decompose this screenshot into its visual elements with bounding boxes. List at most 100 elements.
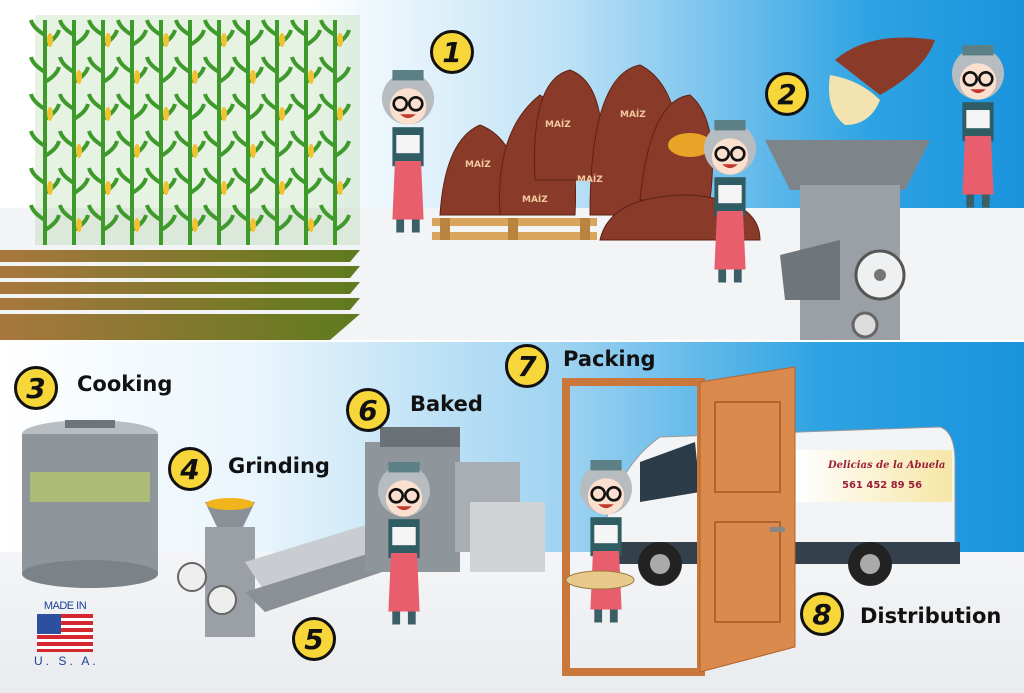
corn-stalk [203, 130, 235, 171]
step-badge-3: 3 [14, 366, 58, 410]
grandma-figure [382, 70, 434, 233]
corn-stalk [87, 56, 119, 97]
corn-stalk [232, 204, 264, 245]
corn-cob [163, 107, 169, 121]
corn-stalk [319, 204, 351, 245]
pouring-sack [829, 37, 935, 125]
step-badge-6: 6 [346, 388, 390, 432]
corn-stalk [29, 93, 61, 134]
corn-stalk [116, 204, 148, 245]
corn-stalk [58, 93, 90, 134]
corn-stalk [203, 167, 235, 208]
corn-cob [221, 181, 227, 195]
corn-stalk [58, 167, 90, 208]
grinding-machine [177, 498, 255, 637]
oven [365, 427, 545, 572]
corn-stalk [174, 204, 206, 245]
bottom-scene [22, 366, 960, 676]
step-label-baked: Baked [410, 392, 483, 416]
step-label-cooking: Cooking [77, 372, 173, 396]
corn-cob [76, 70, 82, 84]
corn-stalk [58, 19, 90, 60]
corn-stalk [29, 56, 61, 97]
van-phone-number: 561 452 89 56 [842, 480, 923, 491]
corn-cob [221, 33, 227, 47]
corn-stalk [232, 19, 264, 60]
grinder-machine [765, 140, 930, 340]
top-scene [0, 15, 1004, 340]
step-label-grinding: Grinding [228, 454, 330, 478]
grandma-figure [952, 45, 1004, 208]
corn-stalk [145, 56, 177, 97]
corn-stalk [145, 130, 177, 171]
pallet [432, 218, 597, 240]
corn-stalk [58, 56, 90, 97]
bottom-panel-process-to-distribution: Delicias de la Abuela 561 452 89 56 3 Co… [0, 342, 1024, 693]
grandma-figure [378, 462, 430, 625]
corn-stalk [203, 93, 235, 134]
corn-stalk [290, 167, 322, 208]
corn-cob [279, 181, 285, 195]
corn-stalk [261, 130, 293, 171]
corn-cob [192, 144, 198, 158]
corn-stalk [290, 19, 322, 60]
step-badge-7: 7 [505, 344, 549, 388]
corn-cob [105, 33, 111, 47]
corn-stalk [116, 130, 148, 171]
corn-stalk [290, 204, 322, 245]
corn-cob [163, 181, 169, 195]
corn-stalk [116, 19, 148, 60]
corn-stalk [203, 19, 235, 60]
step-badge-8: 8 [800, 592, 844, 636]
corn-stalk [174, 19, 206, 60]
corn-cob [279, 33, 285, 47]
corn-stalk [261, 93, 293, 134]
corn-stalk [87, 204, 119, 245]
corn-cob [134, 70, 140, 84]
corn-stalk [319, 56, 351, 97]
corn-stalk [203, 204, 235, 245]
top-panel-field-to-mill: MAÍZ MAÍZ MAÍZ MAÍZ MAÍZ 1 2 [0, 0, 1024, 340]
corn-stalk [290, 56, 322, 97]
grandma-figures [378, 460, 632, 625]
corn-stalk [87, 93, 119, 134]
corn-stalk [261, 204, 293, 245]
step-badge-5: 5 [292, 617, 336, 661]
sack-label: MAÍZ [545, 120, 571, 130]
corn-stalk [58, 204, 90, 245]
tortilla-tray [565, 570, 635, 590]
corn-stalk [58, 130, 90, 171]
corn-cob [76, 218, 82, 232]
corn-stalk [232, 93, 264, 134]
corn-stalk [290, 93, 322, 134]
sack-label: MAÍZ [577, 175, 603, 185]
corn-stalk [116, 93, 148, 134]
corn-cob [308, 144, 314, 158]
corn-cob [105, 181, 111, 195]
corn-stalk [145, 167, 177, 208]
corn-stalk [232, 167, 264, 208]
step-label-distribution: Distribution [860, 604, 1002, 628]
corn-cob [192, 218, 198, 232]
corn-cob [337, 33, 343, 47]
van-brand-name: Delicias de la Abuela [828, 460, 946, 471]
grandma-figure [580, 460, 632, 623]
corn-stalk [232, 56, 264, 97]
van-logo-panel: Delicias de la Abuela 561 452 89 56 [796, 450, 952, 502]
corn-cob [134, 218, 140, 232]
us-flag-icon [37, 614, 93, 652]
corn-cob [47, 181, 53, 195]
corn-stalk [87, 130, 119, 171]
corn-stalk [87, 19, 119, 60]
corn-cob [250, 218, 256, 232]
corn-stalk [261, 56, 293, 97]
corn-stalk [116, 56, 148, 97]
corn-stalk [145, 204, 177, 245]
corn-cob [134, 144, 140, 158]
step-label-packing: Packing [563, 347, 656, 371]
corn-stalk [29, 19, 61, 60]
corn-cob [221, 107, 227, 121]
cooking-pot [22, 420, 158, 588]
corn-cob [337, 181, 343, 195]
corn-stalk [203, 56, 235, 97]
